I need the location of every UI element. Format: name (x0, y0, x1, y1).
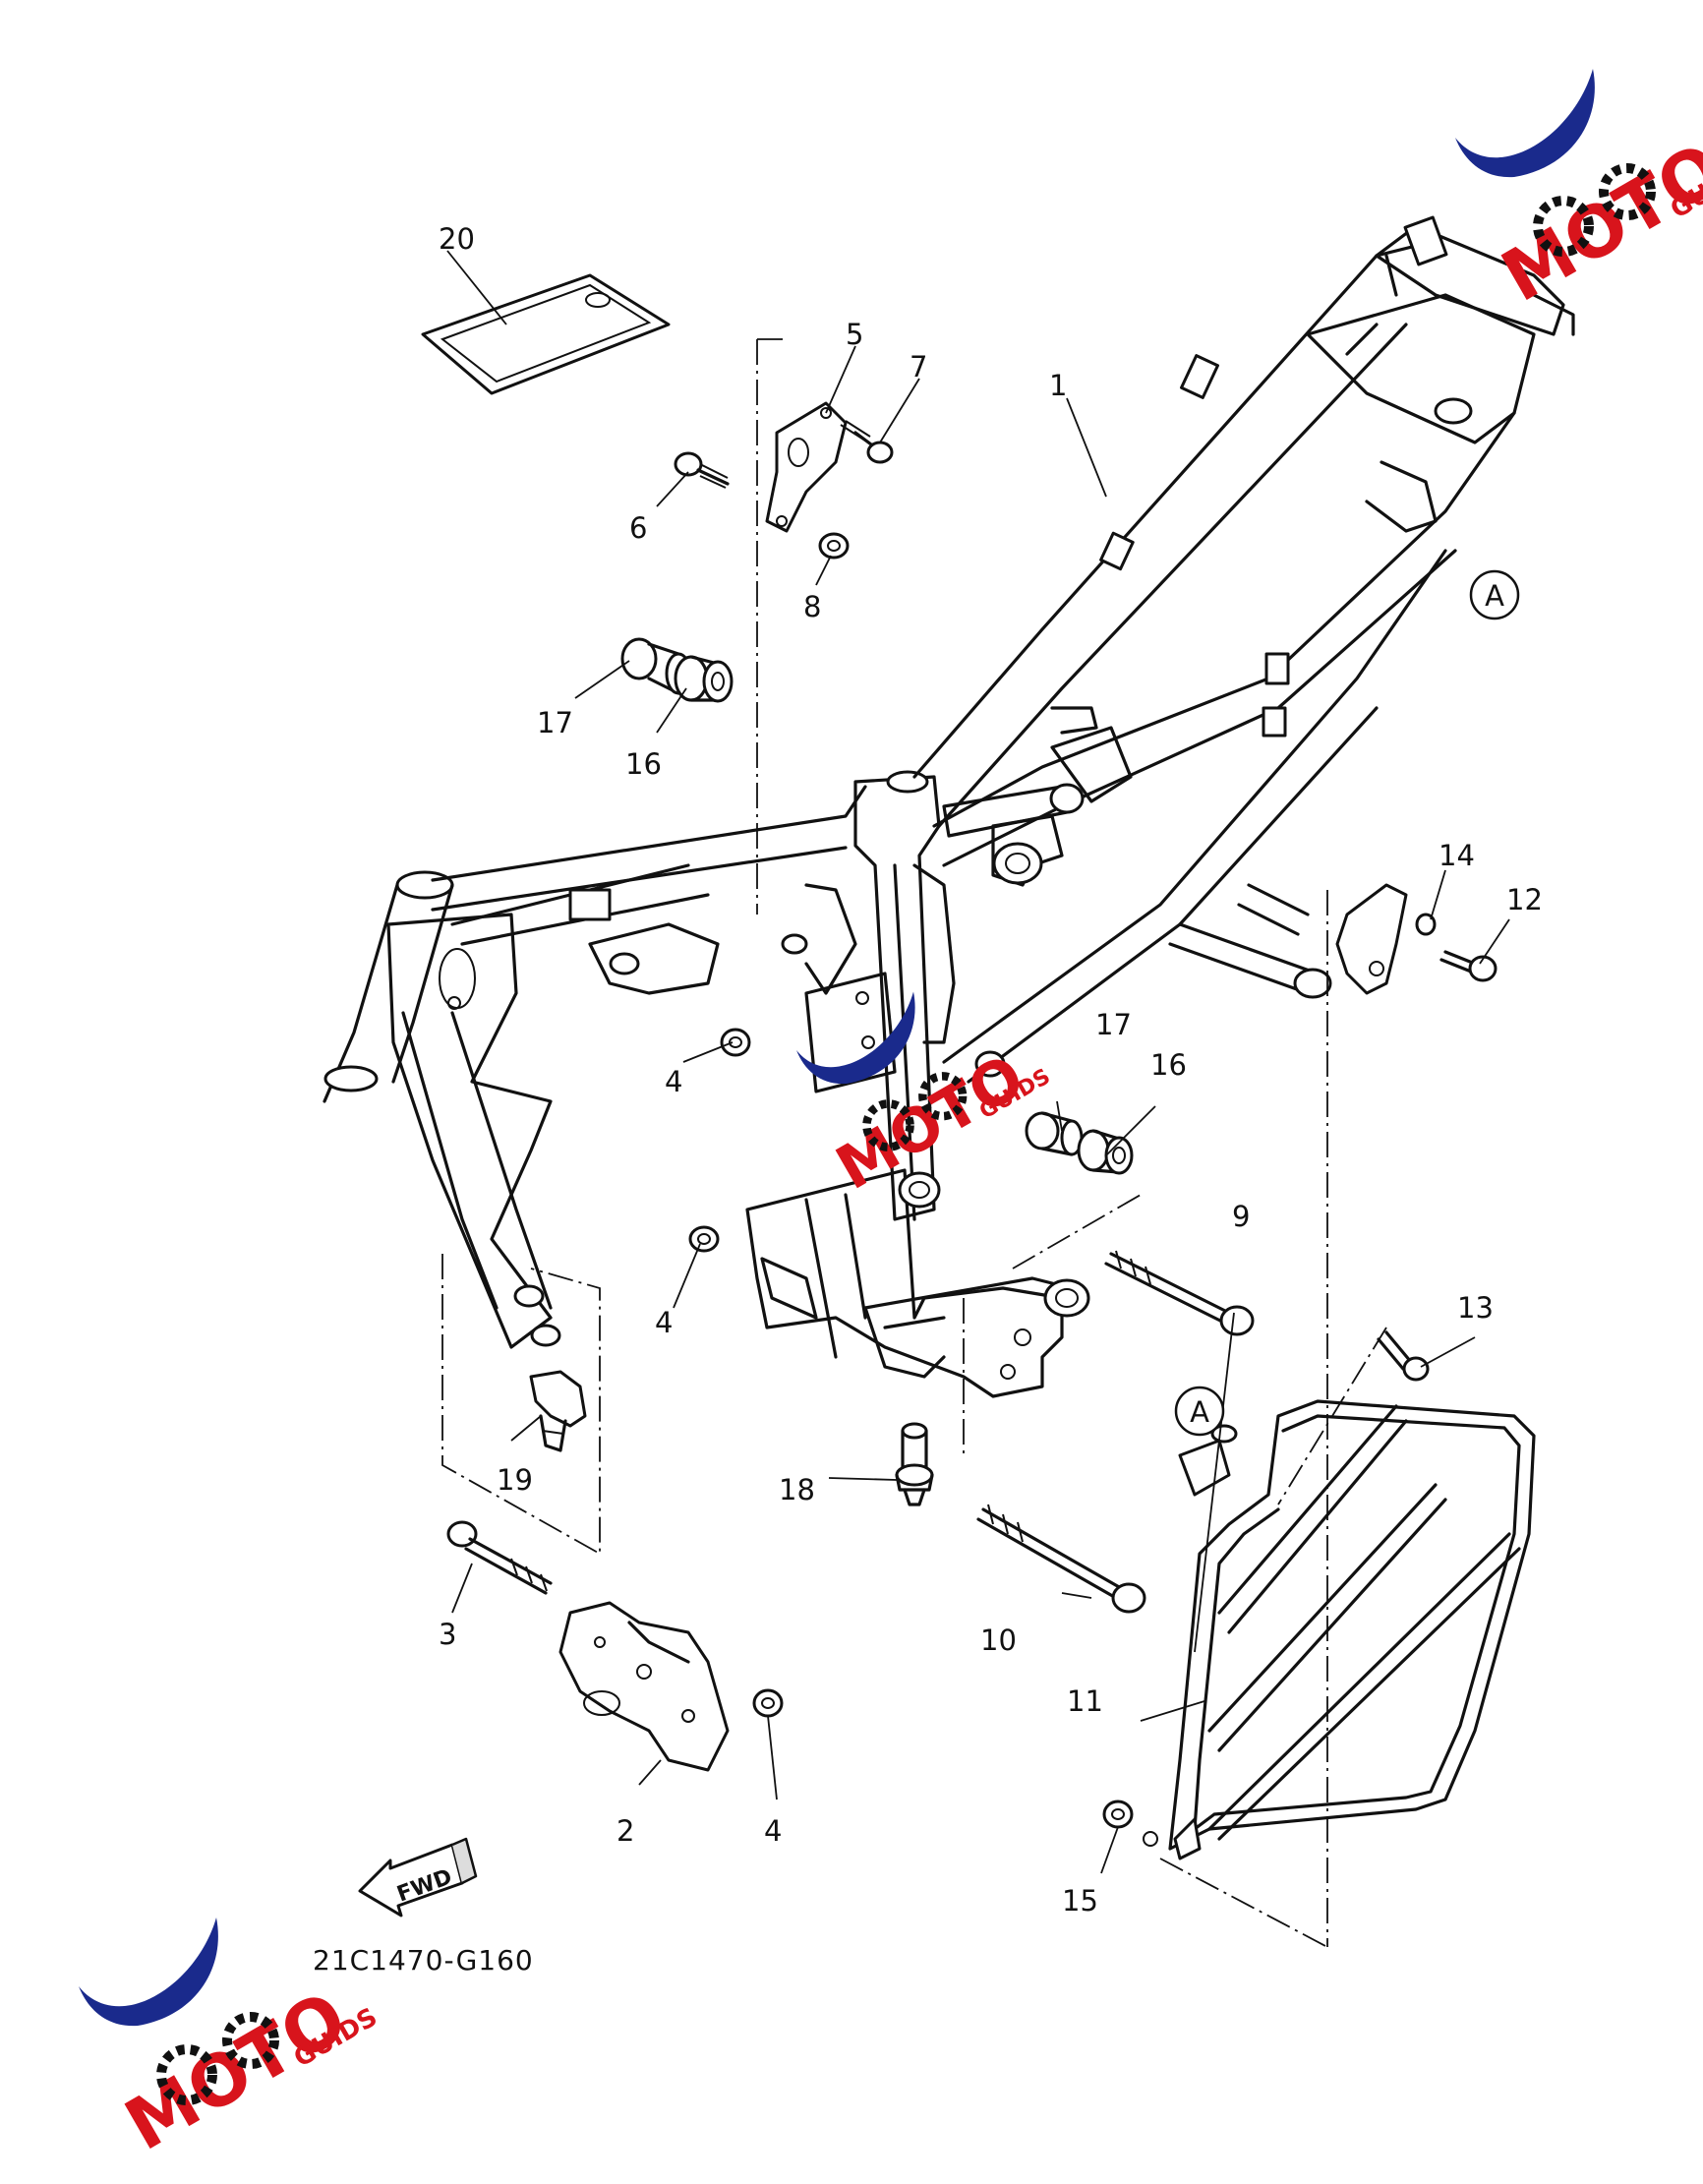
callout-1: 1 (1049, 369, 1067, 402)
leader-lines (446, 250, 1510, 1874)
part-4-nut-b (688, 1225, 720, 1253)
callouts: 1 2 3 4 4 4 5 6 7 8 9 10 11 12 13 14 15 … (439, 222, 1543, 1918)
fwd-arrow-icon: FWD (358, 1837, 478, 1918)
part-7-bolt (840, 420, 894, 464)
callout-16a: 16 (625, 747, 662, 781)
part-17-collar-lower (1025, 1111, 1084, 1156)
part-9-bolt (1104, 1250, 1255, 1336)
callout-8: 8 (803, 590, 821, 623)
callout-7: 7 (910, 350, 927, 384)
callout-4c: 4 (764, 1814, 782, 1848)
callout-2: 2 (617, 1814, 634, 1848)
callout-3: 3 (439, 1618, 456, 1651)
part-4-nut-a (720, 1028, 751, 1057)
gear-icon (222, 2012, 279, 2069)
callout-13: 13 (1457, 1291, 1494, 1325)
callout-15: 15 (1062, 1884, 1098, 1918)
callout-19: 19 (497, 1463, 533, 1497)
part-10-bolt (976, 1504, 1146, 1614)
callout-4a: 4 (665, 1065, 682, 1098)
callout-17b: 17 (1095, 1008, 1132, 1041)
callout-9: 9 (1232, 1200, 1250, 1233)
rear-bracket (1335, 883, 1408, 995)
gear-icon (1533, 196, 1594, 257)
part-3-bolt (446, 1520, 553, 1595)
part-5-plate (765, 401, 848, 533)
callout-5: 5 (846, 318, 863, 351)
part-11-guard (1143, 1399, 1536, 1860)
part-code: 21C1470-G160 (313, 1944, 534, 1977)
part-8-nut (818, 532, 850, 560)
callout-18: 18 (779, 1473, 815, 1506)
ref-marker-a-upper: A (1469, 569, 1520, 620)
main-frame (323, 215, 1575, 1349)
callout-14: 14 (1439, 839, 1475, 872)
part-16-bush-lower (1077, 1129, 1134, 1175)
ref-marker-a-lower: A (1174, 1386, 1225, 1437)
part-15-nut (1102, 1800, 1134, 1829)
part-14-washer (1415, 913, 1437, 936)
part-16-bush-upper (674, 655, 734, 703)
part-13-bolt (1377, 1330, 1430, 1382)
callout-12: 12 (1506, 883, 1543, 916)
callout-17a: 17 (537, 706, 573, 739)
part-12-bolt (1439, 950, 1497, 982)
callout-11: 11 (1067, 1684, 1103, 1718)
watermark-logo-top: MOTO GUIDS (1455, 69, 1703, 318)
ref-marker-a-upper-label: A (1485, 579, 1504, 613)
callout-6: 6 (629, 511, 647, 545)
engine-bracket-lower (745, 1168, 1090, 1398)
part-6-bolt (674, 451, 730, 489)
gear-icon (1599, 163, 1656, 220)
part-20-label (421, 273, 671, 395)
part-18-fitting (895, 1422, 934, 1506)
part-4-nut-c (752, 1688, 784, 1718)
callout-20: 20 (439, 222, 475, 256)
callout-10: 10 (980, 1623, 1017, 1657)
part-19-clamp (529, 1370, 587, 1452)
callout-4b: 4 (655, 1306, 673, 1339)
gear-icon (862, 1099, 914, 1151)
phantom-lines (441, 338, 1387, 1948)
part-2-bracket (558, 1601, 730, 1772)
callout-16b: 16 (1150, 1048, 1187, 1082)
gear-icon (156, 2044, 217, 2105)
ref-marker-a-lower-label: A (1190, 1395, 1209, 1429)
